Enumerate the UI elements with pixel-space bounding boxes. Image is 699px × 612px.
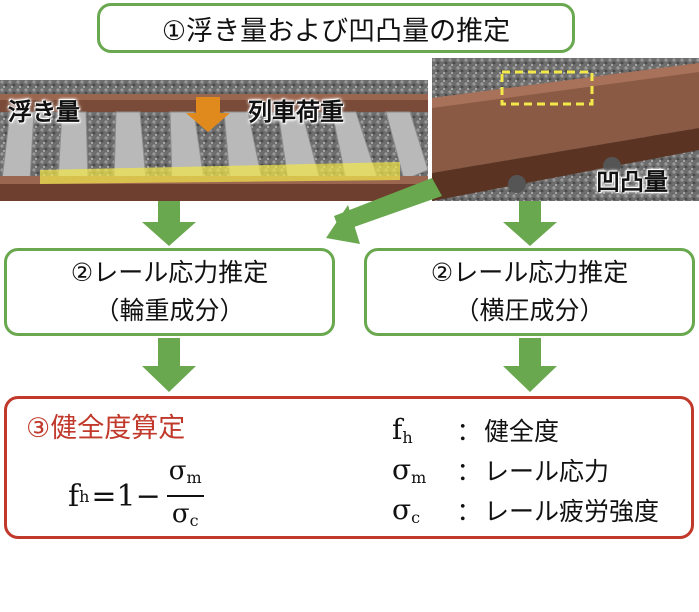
stress-right-line2: （横圧成分） [454,296,605,325]
irregularity-label: 凹凸量 [596,168,668,196]
stress-estimation-wheel-load-box: ②レール応力推定 （輪重成分） [4,248,335,336]
definition-sigma-c: σc ： レール疲労強度 [392,493,660,527]
definition-fh-text: 健全度 [484,417,560,446]
irregularity-box [500,70,594,106]
health-heading: ③健全度算定 [26,413,186,444]
rail-closeup-illustration [432,58,699,201]
track-photo-left: 浮き量 列車荷重 [0,80,428,201]
formula-f: f [68,478,80,514]
uplift-highlight [40,162,400,184]
stress-left-line2: （輪重成分） [94,296,245,325]
formula-denominator: σc [171,499,199,530]
arrow-photo-to-stress-left [142,201,196,246]
definition-sigma-c-text: レール疲労強度 [484,497,660,526]
definition-sigma-m: σm ： レール応力 [392,453,610,487]
train-load-arrow [186,97,230,132]
formula-eq: =1− [91,478,161,514]
stress-right-line1: ②レール応力推定 [430,258,629,287]
health-calculation-box [4,396,694,539]
stress-left-line1: ②レール応力推定 [70,258,269,287]
title-box: ①浮き量および凹凸量の推定 [97,3,575,53]
arrow-diagonal-to-stress-left [326,178,442,244]
uplift-label: 浮き量 [8,98,80,126]
arrow-photo-to-stress-right [503,201,557,246]
arrow-stress-right-to-health [503,338,557,392]
stress-estimation-lateral-force-box: ②レール応力推定 （横圧成分） [364,248,695,336]
formula-numerator: σm [166,456,204,497]
rail-photo-right: 凹凸量 [432,58,699,201]
definition-fh: fh ： 健全度 [392,413,560,447]
title-text: ①浮き量および凹凸量の推定 [161,15,511,47]
definition-sigma-m-text: レール応力 [484,457,610,486]
train-load-label: 列車荷重 [248,98,344,126]
arrow-stress-left-to-health [142,338,196,392]
formula-f-sub: h [79,486,90,506]
formula-fraction: σm σc [166,456,204,536]
track-illustration [0,80,428,201]
